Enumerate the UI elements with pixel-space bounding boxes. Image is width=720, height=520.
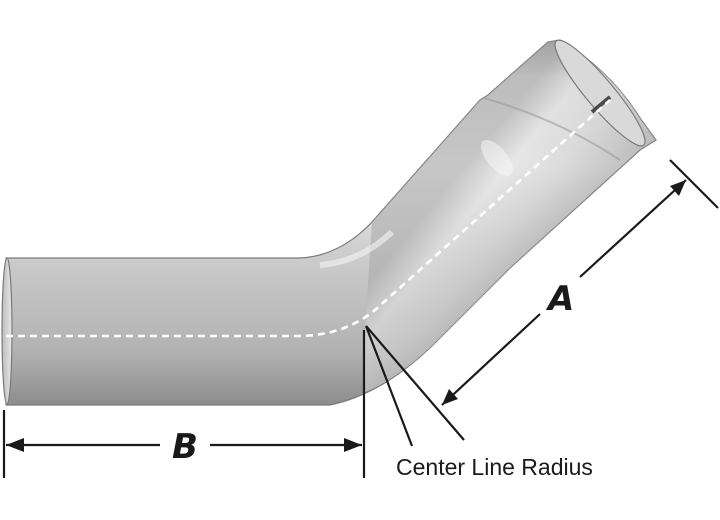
swage-highlight bbox=[480, 139, 514, 177]
dimension-a-arrow-bottom bbox=[442, 389, 458, 405]
dimension-b: B bbox=[2, 330, 366, 478]
right-pipe-end bbox=[554, 39, 646, 147]
radius-leader-2 bbox=[365, 325, 465, 441]
center-line-radius-label: Center Line Radius bbox=[396, 454, 593, 480]
dimension-a: A bbox=[441, 159, 719, 406]
dimension-b-arrow-left bbox=[6, 438, 24, 452]
left-pipe-end bbox=[1, 257, 13, 405]
center-line bbox=[6, 99, 611, 338]
bend-highlight bbox=[319, 229, 395, 268]
end-slot bbox=[590, 95, 612, 114]
dimension-a-line-lower bbox=[441, 313, 541, 406]
radius-callout: Center Line Radius bbox=[364, 325, 593, 480]
exhaust-pipe-elbow bbox=[1, 39, 657, 406]
radius-leader-1 bbox=[364, 325, 414, 447]
swage-step bbox=[483, 97, 621, 161]
dimension-a-extension-line bbox=[669, 159, 719, 209]
dimension-b-arrow-right bbox=[344, 438, 362, 452]
pipe-angled-shade bbox=[365, 40, 656, 392]
dimension-a-line-upper bbox=[579, 179, 687, 278]
label-a: A bbox=[545, 279, 574, 319]
dimension-a-arrow-top bbox=[670, 180, 686, 196]
label-b: B bbox=[172, 427, 198, 467]
